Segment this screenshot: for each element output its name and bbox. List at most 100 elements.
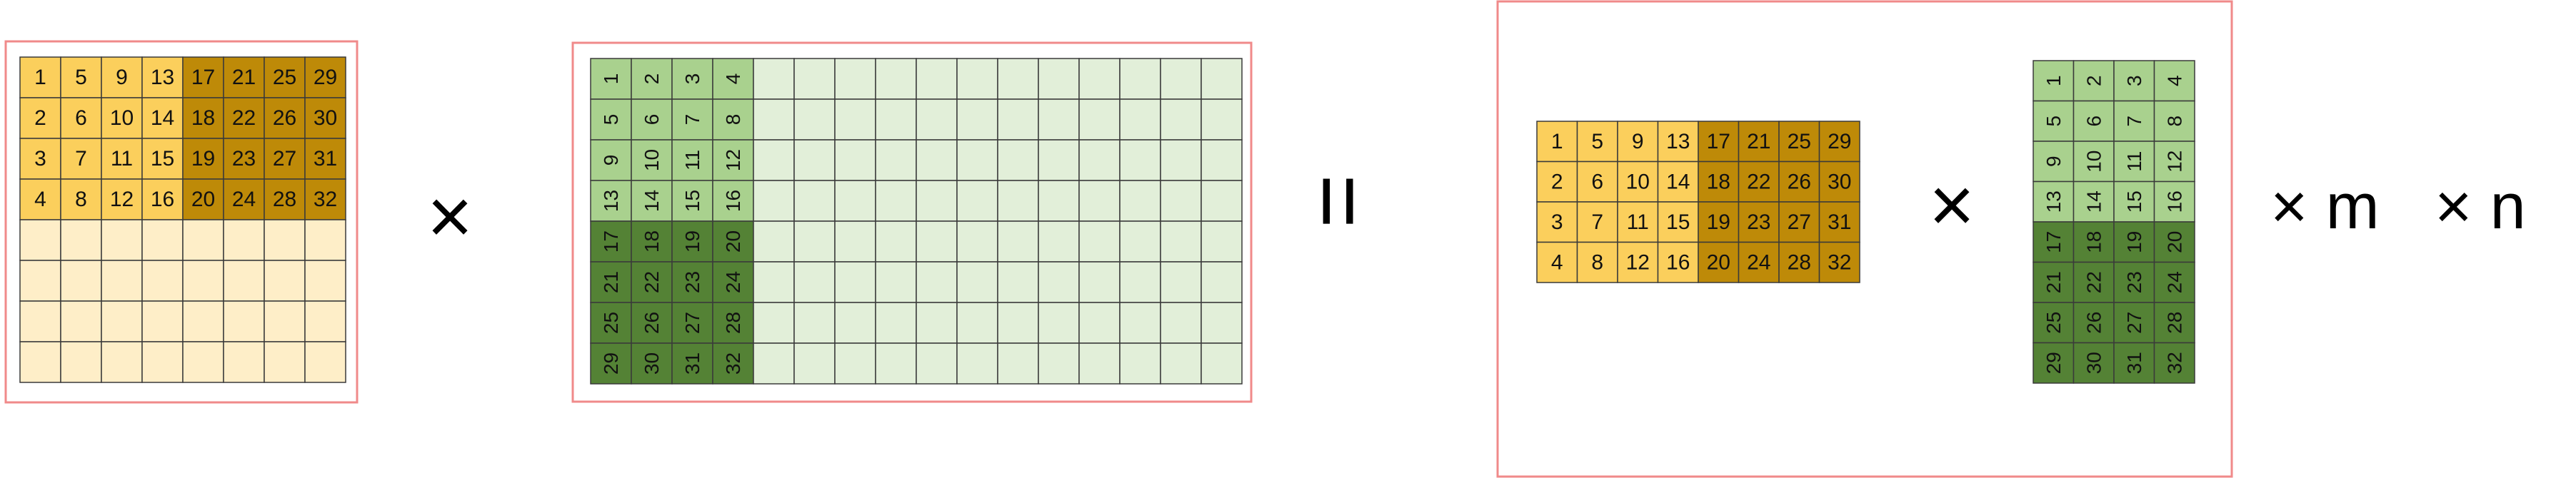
left-b-empty-cell: [1078, 139, 1121, 181]
left-b-empty-cell: [956, 98, 998, 141]
right-b-value: 3: [2123, 75, 2145, 86]
right-a-value: 17: [1707, 130, 1730, 153]
left-b-empty-cell: [916, 220, 958, 263]
left-a-empty-cell: [304, 219, 346, 261]
left-b-empty-cell: [1038, 302, 1080, 344]
right-b-cell: [2033, 100, 2075, 142]
left-b-empty-cell: [1119, 261, 1161, 303]
left-a-cell: [141, 97, 184, 139]
right-b-value: 22: [2083, 271, 2105, 293]
left-a-empty-cell: [101, 219, 143, 261]
left-a-empty-cell: [101, 300, 143, 342]
left-a-value: 25: [273, 66, 296, 89]
left-b-empty-cell: [997, 220, 1039, 263]
left-a-value: 32: [314, 188, 337, 211]
right-b-value: 6: [2083, 116, 2105, 127]
left-a-value: 23: [232, 147, 256, 171]
left-b-cell: [712, 180, 754, 222]
right-b-value: 1: [2043, 75, 2065, 86]
left-a-empty-cell: [19, 341, 61, 383]
left-b-cell: [590, 180, 632, 222]
left-a-empty-cell: [223, 300, 265, 342]
left-b-cell: [671, 220, 713, 263]
right-b-value: 2: [2083, 75, 2105, 86]
right-a-value: 16: [1666, 250, 1690, 274]
left-b-value: 9: [600, 155, 622, 166]
right-a-value: 23: [1747, 210, 1770, 234]
right-b-value: 32: [2163, 352, 2185, 374]
right-a-cell: [1778, 241, 1820, 283]
left-a-cell: [19, 97, 61, 139]
left-b-empty-cell: [916, 98, 958, 141]
left-a-empty-cell: [141, 260, 184, 302]
right-b-cell: [2113, 302, 2155, 344]
left-a-value: 1: [34, 66, 46, 89]
left-b-empty-cell: [834, 98, 876, 141]
right-b-cell: [2113, 221, 2155, 263]
left-b-empty-cell: [956, 261, 998, 303]
left-b-value: 13: [600, 190, 622, 212]
left-a-empty-cell: [182, 300, 224, 342]
left-b-value: 7: [681, 114, 703, 126]
left-a-value: 9: [116, 66, 128, 89]
left-b-empty-cell: [956, 342, 998, 385]
left-matrix-b-frame: [571, 41, 1253, 403]
left-a-value: 7: [75, 147, 87, 171]
left-a-cell: [141, 178, 184, 220]
left-a-value: 24: [232, 188, 256, 211]
left-b-value: 2: [641, 73, 663, 85]
right-a-value: 19: [1707, 210, 1730, 234]
right-b-cell: [2073, 60, 2115, 102]
left-b-cell: [671, 180, 713, 222]
left-a-value: 30: [314, 106, 337, 130]
left-b-value: 14: [641, 190, 663, 212]
right-b-value: 14: [2083, 190, 2105, 213]
left-a-cell: [101, 178, 143, 220]
left-b-empty-cell: [997, 58, 1039, 100]
left-b-value: 30: [641, 352, 663, 375]
left-a-empty-cell: [304, 341, 346, 383]
left-b-empty-cell: [1201, 98, 1243, 141]
left-b-empty-cell: [875, 98, 917, 141]
left-b-empty-cell: [1201, 261, 1243, 303]
left-a-cell: [223, 97, 265, 139]
left-b-value: 27: [681, 312, 703, 334]
left-a-empty-cell: [60, 219, 102, 261]
left-b-empty-cell: [753, 342, 795, 385]
left-b-empty-cell: [1119, 302, 1161, 344]
left-b-empty-cell: [834, 58, 876, 100]
left-a-empty-cell: [19, 300, 61, 342]
right-b-value: 5: [2043, 116, 2065, 127]
left-b-empty-cell: [834, 342, 876, 385]
left-b-empty-cell: [753, 58, 795, 100]
left-a-empty-cell: [264, 219, 306, 261]
right-b-value: 13: [2043, 190, 2065, 213]
right-b-cell: [2033, 261, 2075, 303]
left-a-empty-cell: [141, 219, 184, 261]
left-b-empty-cell: [956, 180, 998, 222]
left-b-empty-cell: [1078, 180, 1121, 222]
left-b-empty-cell: [1201, 220, 1243, 263]
left-b-empty-cell: [793, 342, 836, 385]
left-a-empty-cell: [304, 300, 346, 342]
right-a-value: 21: [1747, 130, 1770, 153]
left-b-empty-cell: [753, 139, 795, 181]
left-b-value: 5: [600, 114, 622, 126]
right-b-cell: [2033, 60, 2075, 102]
right-b-value: 15: [2123, 190, 2145, 213]
right-a-cell: [1576, 241, 1618, 283]
right-a-cell: [1698, 121, 1740, 163]
left-a-cell: [101, 56, 143, 98]
left-b-cell: [590, 98, 632, 141]
right-a-value: 10: [1626, 170, 1650, 193]
left-b-empty-cell: [956, 302, 998, 344]
left-a-cell: [141, 138, 184, 180]
left-b-empty-cell: [997, 139, 1039, 181]
left-a-value: 10: [110, 106, 134, 130]
left-b-empty-cell: [1160, 98, 1202, 141]
left-b-value: 23: [681, 271, 703, 293]
right-b-value: 18: [2083, 231, 2105, 253]
left-b-empty-cell: [793, 139, 836, 181]
right-b-value: 19: [2123, 231, 2145, 253]
